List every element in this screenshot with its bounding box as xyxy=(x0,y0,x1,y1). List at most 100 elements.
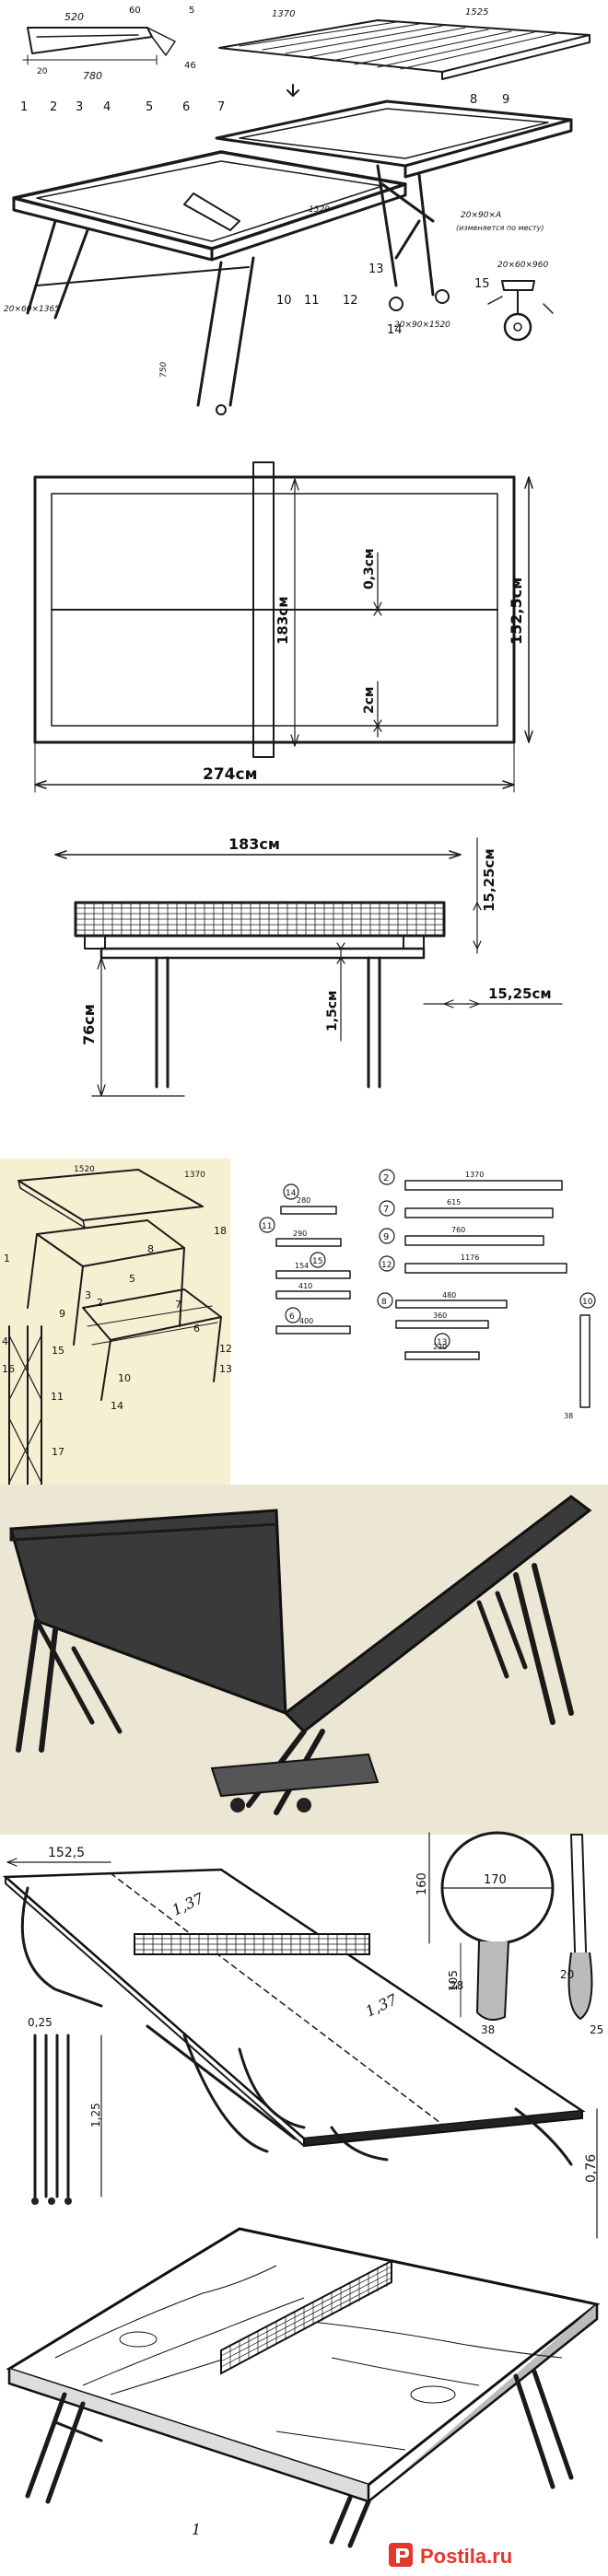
part-number: 14 xyxy=(387,323,403,337)
panel-side-view: 183см 15,25см 15,25см 1,5см 76см xyxy=(54,835,563,1097)
side-thickness-dim: 20 xyxy=(560,1968,574,1981)
dim-text: 750 xyxy=(159,362,169,378)
part-number: 8 xyxy=(147,1243,154,1255)
net-height-label: 15,25см xyxy=(481,848,497,912)
dim-text: 480 xyxy=(442,1291,456,1300)
dim-text: 760 xyxy=(451,1226,465,1234)
dim-text: 615 xyxy=(447,1198,461,1206)
arrow-down-icon xyxy=(286,84,299,97)
dim-text: 1520 xyxy=(309,205,330,215)
watermark-logo: Postila.ru xyxy=(387,2539,604,2570)
part-14-bracket: 14 280 xyxy=(280,1183,337,1215)
part-6-board: 6 400 xyxy=(275,1307,351,1335)
dim-text: 1176 xyxy=(461,1253,479,1262)
table-length-label: 274см xyxy=(203,765,257,784)
dim-text: 280 xyxy=(297,1196,310,1205)
part-number: 7 xyxy=(217,100,225,114)
part-callout: 12 xyxy=(381,1261,392,1270)
caster-wheel-icon xyxy=(230,1798,245,1813)
dim-text: 60 xyxy=(129,6,141,16)
part-callout: 9 xyxy=(383,1232,389,1242)
table-width-dim: 152,5 xyxy=(48,1846,85,1860)
dim-text: 20 xyxy=(37,67,48,76)
part-callout: 8 xyxy=(381,1298,387,1307)
dim-text: 780 xyxy=(83,70,102,82)
part-number: 1 xyxy=(20,100,28,114)
dim-text: 520 xyxy=(64,11,84,23)
part-9-board: 9 760 xyxy=(379,1226,544,1246)
dim-text: 154 xyxy=(295,1262,309,1270)
plank-tabletop-half xyxy=(218,19,590,80)
part-callout: 14 xyxy=(286,1189,297,1198)
handle-width-dim: 28 xyxy=(450,1979,463,1992)
part-10-post: 10 38 xyxy=(564,1292,596,1420)
dim-text: 46 xyxy=(184,61,196,71)
dim-text: 1370 xyxy=(465,1171,484,1179)
paddle-width-dim: 170 xyxy=(484,1873,507,1887)
right-table-frame xyxy=(215,99,573,311)
panel-top-view: 183см 0,3см 2см 152,5см 274см xyxy=(33,461,533,793)
net-clamp-right xyxy=(403,935,425,950)
panel-folding-table-paddle: 152,5 1,37 1,37 0,76 0,25 1,25 xyxy=(2,1831,603,2239)
dim-text: 410 xyxy=(298,1282,312,1290)
hinge-block xyxy=(183,192,240,231)
folded-view: 0,25 1,25 xyxy=(28,2016,102,2205)
dim-text: 360 xyxy=(433,1311,447,1320)
part-number: 10 xyxy=(276,294,292,308)
part-11-bracket: 11 290 xyxy=(259,1217,342,1247)
part-15-bracket: 15 154 410 xyxy=(275,1252,351,1300)
paddle-drawing: 170 160 105 28 38 20 25 xyxy=(415,1831,603,2036)
dim-text: 20×90×1520 xyxy=(394,321,450,330)
part-number: 13 xyxy=(368,262,384,276)
handle-end-dim: 38 xyxy=(481,2023,495,2036)
part-number: 3 xyxy=(76,100,83,114)
part-number: 4 xyxy=(2,1335,8,1347)
part-number: 6 xyxy=(182,100,190,114)
board-thickness-label: 1,5см xyxy=(325,990,340,1032)
caster-wheel-icon xyxy=(435,289,450,304)
part-callout: 10 xyxy=(582,1298,593,1307)
part-12-board: 12 1176 xyxy=(379,1253,567,1274)
part-number: 1 xyxy=(4,1253,10,1265)
paddle-height-dim: 160 xyxy=(415,1872,429,1895)
part-number: 9 xyxy=(502,93,509,107)
part-number: 7 xyxy=(175,1299,181,1311)
part-callout: 13 xyxy=(437,1338,447,1347)
folded-width-dim: 0,25 xyxy=(28,2016,53,2029)
part-number: 2 xyxy=(97,1297,103,1309)
part-8-board: 8 480 360 xyxy=(377,1291,508,1329)
part-callout: 6 xyxy=(289,1312,295,1322)
part-callout: 15 xyxy=(312,1257,322,1266)
net-length-label: 183см xyxy=(275,597,291,645)
panel-parts-drawing: 1520 1370 1 2 3 4 5 6 7 8 9 10 11 12 13 … xyxy=(0,1159,596,1511)
dim-text: 20×60×1365 xyxy=(4,305,60,314)
part-number: 8 xyxy=(470,93,477,107)
part-number: 4 xyxy=(103,100,111,114)
part-13-board: 13 230 xyxy=(404,1333,480,1360)
caster-wheel-icon xyxy=(297,1798,311,1813)
part-callout: 2 xyxy=(383,1173,389,1183)
dim-text: (изменяется по месту) xyxy=(456,224,544,232)
part-2-board: 2 1370 xyxy=(379,1169,563,1191)
part-number: 2 xyxy=(50,100,57,114)
overhang-label: 15,25см xyxy=(488,985,552,1002)
figure-number: 1 xyxy=(192,2521,201,2538)
dim-text: 5 xyxy=(189,6,194,16)
part-number-labels: 1 2 3 4 5 6 7 8 9 10 11 12 13 14 15 xyxy=(20,93,509,337)
handle-length-dim: 105 xyxy=(447,1970,460,1991)
dim-text: 20×90×A xyxy=(461,211,501,220)
net-width-label: 183см xyxy=(228,835,280,853)
dim-text: 230 xyxy=(433,1343,447,1351)
dim-text: 1370 xyxy=(184,1171,205,1180)
dim-text: 400 xyxy=(299,1317,313,1325)
panel-folding-illustration xyxy=(0,1485,608,1835)
watermark-text: Postila.ru xyxy=(420,2545,512,2568)
dim-text: 1520 xyxy=(74,1165,95,1174)
caster-detail xyxy=(487,280,554,342)
part-number: 16 xyxy=(2,1363,15,1375)
dim-text: 1370 xyxy=(272,9,295,19)
left-table-frame xyxy=(12,150,407,415)
part-number: 11 xyxy=(304,294,320,308)
table-width-label: 152,5см xyxy=(508,577,525,645)
